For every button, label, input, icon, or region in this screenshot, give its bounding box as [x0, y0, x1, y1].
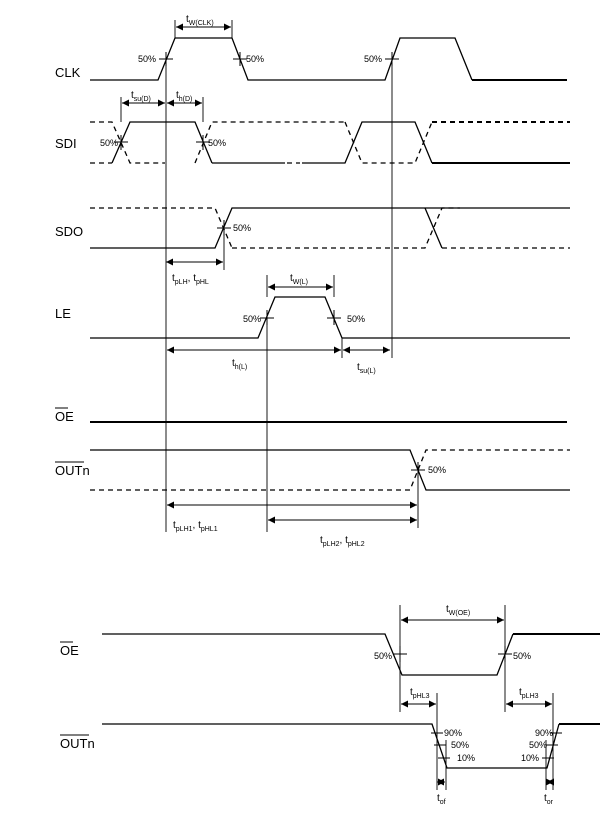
timing-tplh2-tphl2: tpLH2, tpHL2	[320, 535, 365, 548]
timing-th-d: th(D)	[176, 90, 192, 103]
waveform-outn-dashed	[90, 449, 570, 491]
outn2-50-rise-label: 50%	[529, 740, 547, 750]
le-50-rise-label: 50%	[243, 314, 261, 324]
waveform-clk-pulse-1	[90, 37, 473, 81]
timing-tsu-d: tsu(D)	[131, 90, 151, 103]
waveform-sdo	[90, 207, 570, 249]
waveform-le	[90, 296, 570, 339]
signal-label-sdi: SDI	[55, 136, 77, 151]
outn2-10-label: 10%	[457, 753, 475, 763]
timing-tw-oe: tW(OE)	[446, 604, 470, 617]
outn2-90-rise-label: 90%	[535, 728, 553, 738]
signal-label-clk: CLK	[55, 65, 81, 80]
clk-50-rise-label: 50%	[138, 54, 156, 64]
sdi-50-left-label: 50%	[100, 138, 118, 148]
signal-label-outn-2: OUTn	[60, 736, 95, 751]
waveform-outn-2	[102, 723, 560, 769]
sdi-50-right-label: 50%	[208, 138, 226, 148]
clk-50-fall-label: 50%	[246, 54, 264, 64]
outn-50-label: 50%	[428, 465, 446, 475]
outn2-90-label: 90%	[444, 728, 462, 738]
timing-tor: tor	[544, 793, 554, 806]
waveform-sdo-pre-dashed	[90, 207, 233, 249]
waveform-sdo-post-dashed	[232, 207, 460, 249]
oe2-50-fall-label: 50%	[374, 651, 392, 661]
outn2-10-rise-label: 10%	[521, 753, 539, 763]
timing-tof: tof	[437, 793, 446, 806]
timing-tw-clk: tW(CLK)	[186, 14, 214, 27]
clk-50-rise2-label: 50%	[364, 54, 382, 64]
timing-tplh3: tpLH3	[519, 687, 539, 700]
signal-label-oe-2: OE	[60, 643, 79, 658]
signal-label-sdo: SDO	[55, 224, 83, 239]
signal-label-le: LE	[55, 306, 71, 321]
timing-tplh1-tphl1: tpLH1, tpHL1	[173, 520, 218, 533]
waveform-oe-2	[102, 633, 514, 676]
timing-tsu-l: tsu(L)	[357, 362, 376, 375]
waveform-outn	[90, 449, 570, 491]
outn2-50-label: 50%	[451, 740, 469, 750]
signal-label-oe: OE	[55, 409, 74, 424]
timing-th-l: th(L)	[232, 358, 247, 371]
timing-tw-l: tW(L)	[290, 273, 308, 286]
sdo-50-label: 50%	[233, 223, 251, 233]
timing-tphl3: tpHL3	[410, 687, 430, 700]
signal-label-outn: OUTn	[55, 463, 90, 478]
le-50-fall-label: 50%	[347, 314, 365, 324]
waveform-sdi-pre-dashed	[90, 121, 165, 164]
oe2-50-rise-label: 50%	[513, 651, 531, 661]
timing-tplh-tphl-sdo: tpLH, tpHL	[172, 273, 209, 286]
